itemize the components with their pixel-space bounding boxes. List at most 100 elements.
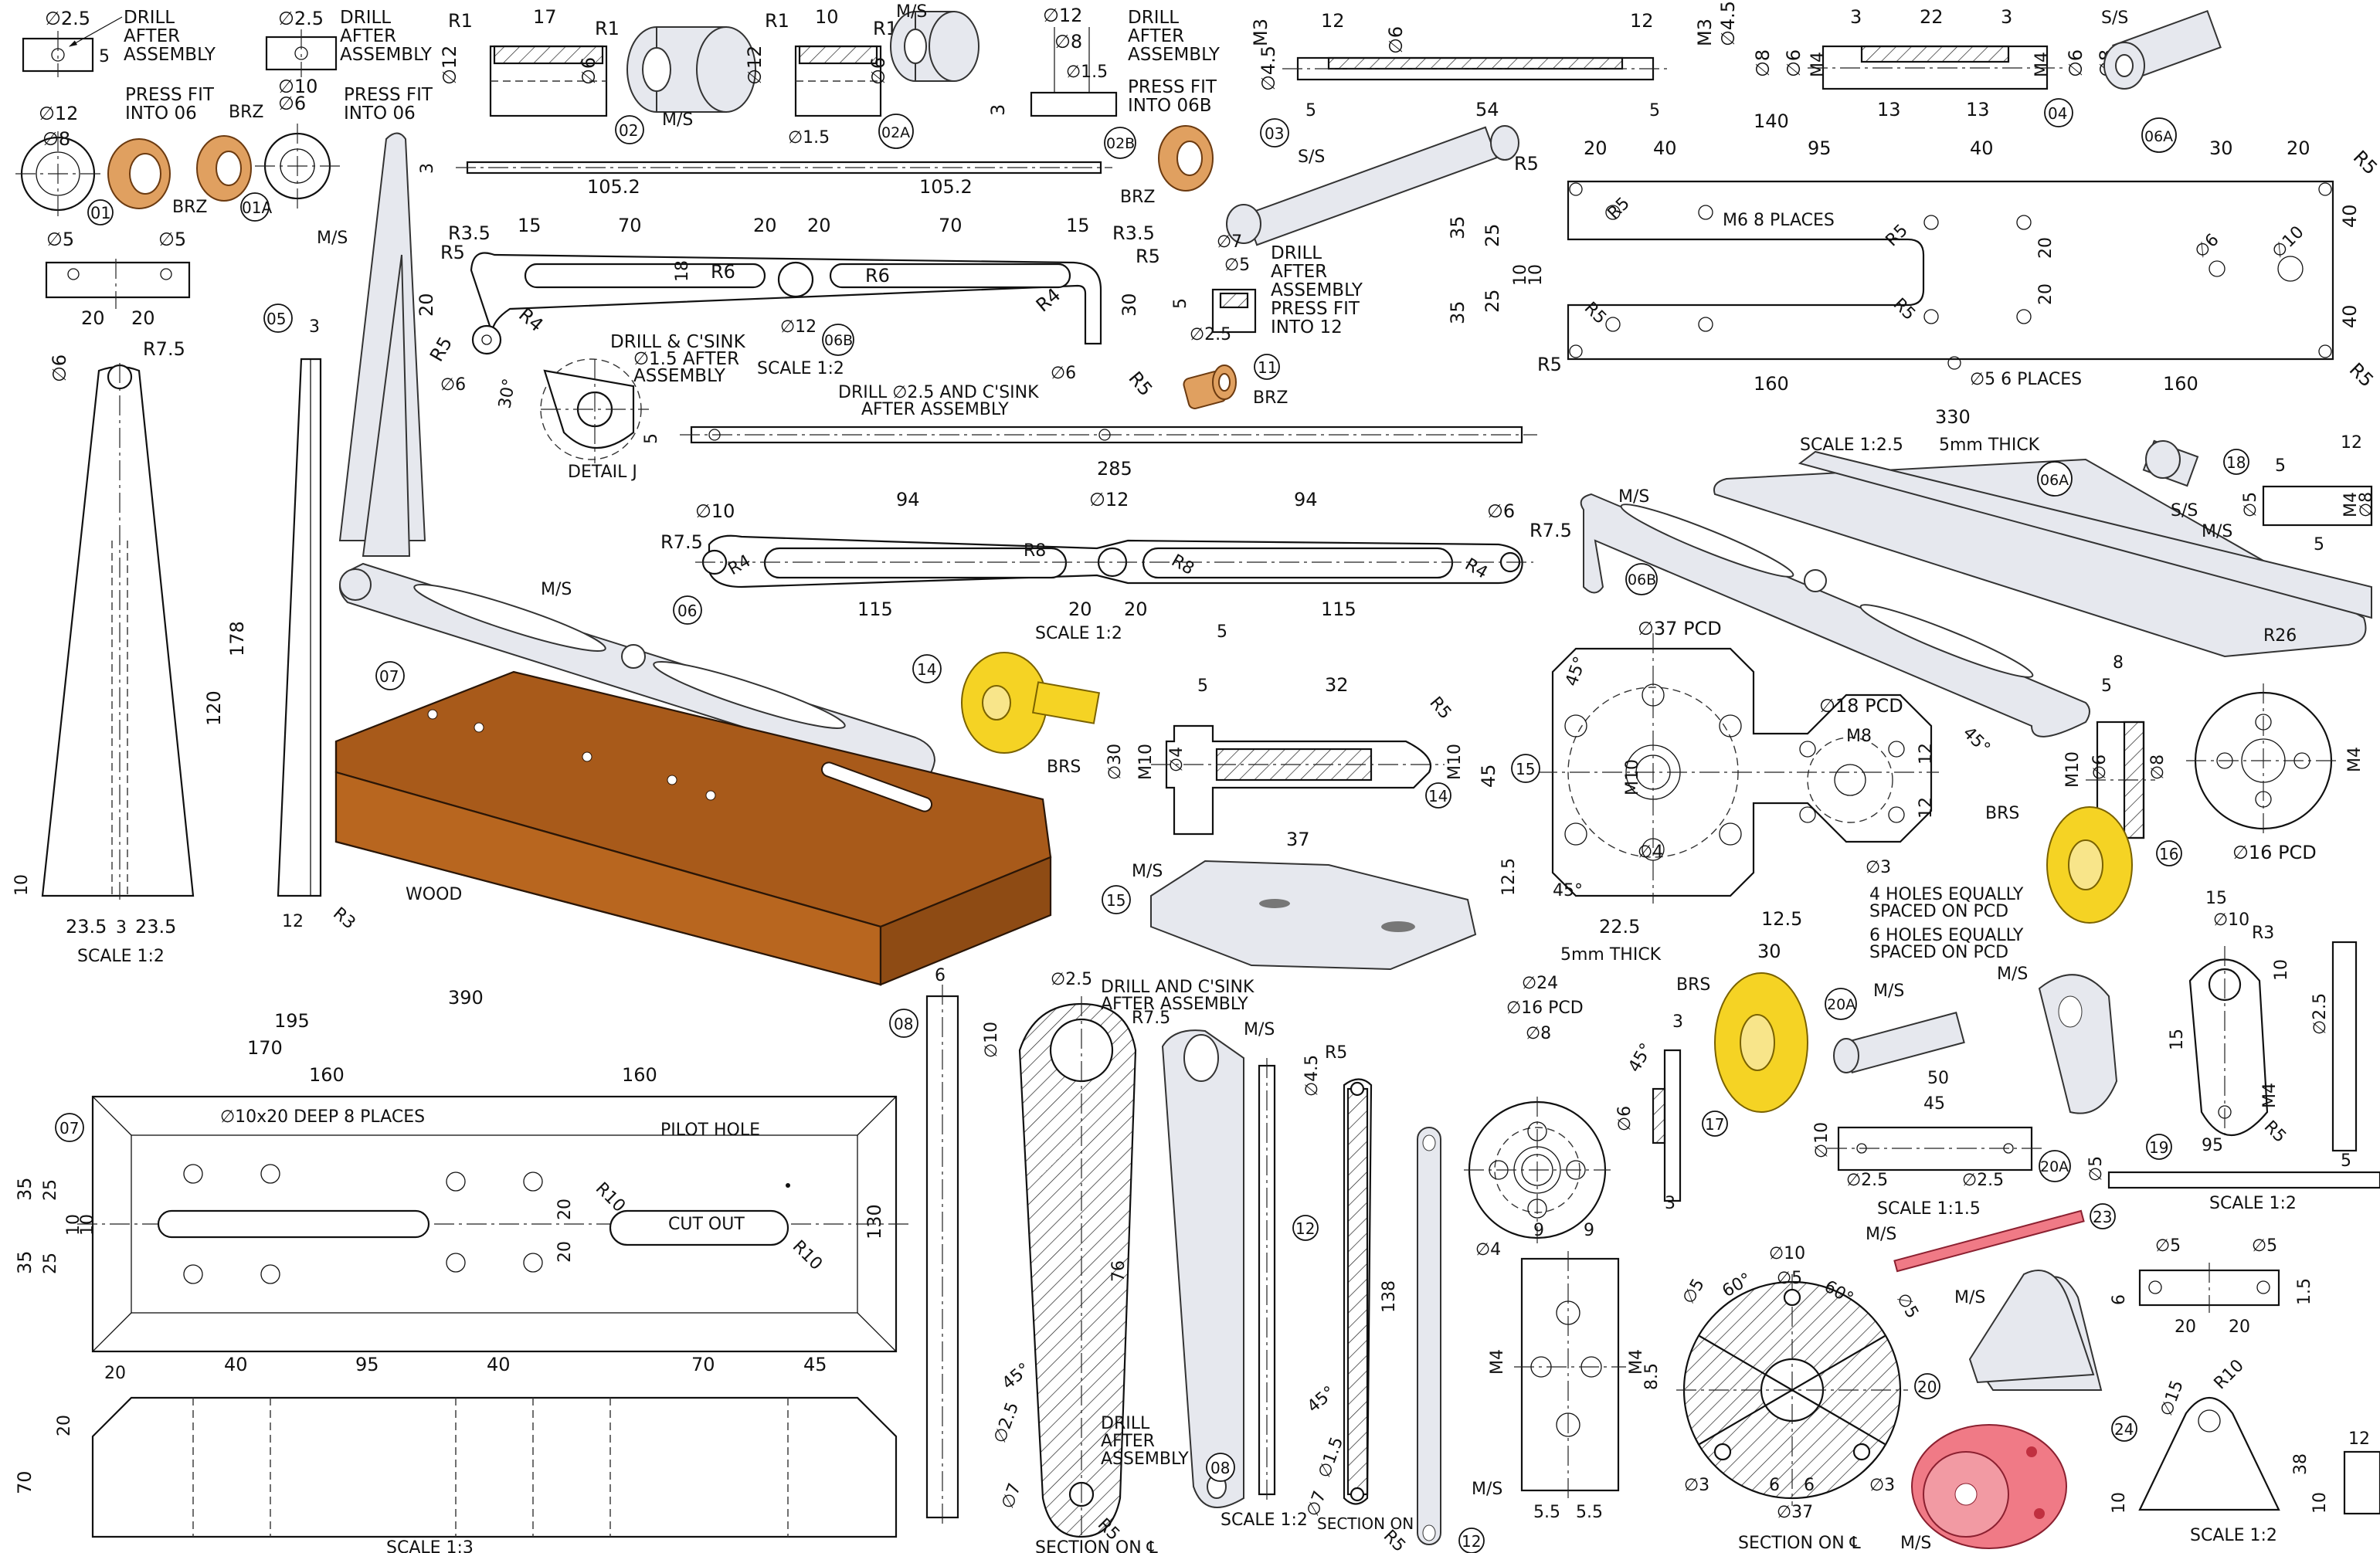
svg-text:70: 70 bbox=[691, 1354, 715, 1375]
svg-text:∅15: ∅15 bbox=[2157, 1378, 2188, 1419]
svg-text:16: 16 bbox=[2159, 845, 2178, 863]
svg-text:170: 170 bbox=[247, 1037, 283, 1059]
svg-text:SPACED ON PCD: SPACED ON PCD bbox=[1869, 902, 2008, 921]
svg-text:25: 25 bbox=[1482, 289, 1503, 313]
svg-text:3: 3 bbox=[1665, 1194, 1676, 1213]
svg-text:5: 5 bbox=[2275, 456, 2286, 476]
svg-text:R1: R1 bbox=[448, 10, 473, 32]
svg-text:∅1.5: ∅1.5 bbox=[1315, 1435, 1347, 1480]
svg-text:11: 11 bbox=[1258, 358, 1277, 377]
svg-text:94: 94 bbox=[1294, 489, 1318, 510]
svg-text:30: 30 bbox=[2209, 137, 2233, 159]
part-06a-render: M/S 06A R26 bbox=[1713, 450, 2372, 658]
svg-text:M/S: M/S bbox=[1618, 487, 1649, 507]
svg-text:15: 15 bbox=[2168, 1029, 2187, 1050]
svg-text:140: 140 bbox=[1754, 110, 1789, 132]
svg-text:R5: R5 bbox=[440, 242, 465, 263]
svg-text:25: 25 bbox=[41, 1253, 60, 1274]
svg-text:M/S: M/S bbox=[1873, 982, 1904, 1001]
svg-text:R5: R5 bbox=[426, 333, 457, 365]
svg-text:23.5: 23.5 bbox=[66, 916, 107, 938]
svg-text:∅16 PCD: ∅16 PCD bbox=[2232, 842, 2317, 863]
svg-text:20A: 20A bbox=[2040, 1158, 2069, 1175]
svg-text:23: 23 bbox=[2093, 1208, 2112, 1226]
svg-text:160: 160 bbox=[2163, 373, 2198, 395]
svg-text:5: 5 bbox=[1171, 298, 1190, 309]
svg-text:5: 5 bbox=[2341, 1151, 2351, 1171]
svg-text:∅5: ∅5 bbox=[2252, 1236, 2277, 1256]
svg-text:∅24: ∅24 bbox=[1522, 974, 1558, 993]
part-12-views: 12 R5 ∅4.5 138 45° ∅1.5 ∅7 R5 SCALE 1:2 … bbox=[1221, 1043, 1502, 1553]
svg-text:02B: 02B bbox=[1106, 135, 1135, 152]
svg-text:ASSEMBLY: ASSEMBLY bbox=[340, 45, 433, 65]
svg-text:∅6: ∅6 bbox=[1385, 26, 1407, 54]
svg-text:R7.5: R7.5 bbox=[143, 338, 185, 360]
svg-text:R5: R5 bbox=[1325, 1043, 1347, 1063]
svg-text:R5: R5 bbox=[1514, 153, 1539, 175]
svg-text:6 HOLES EQUALLY: 6 HOLES EQUALLY bbox=[1869, 926, 2024, 945]
svg-text:∅5: ∅5 bbox=[158, 229, 186, 250]
svg-text:02: 02 bbox=[619, 121, 638, 140]
svg-text:∅8: ∅8 bbox=[2357, 492, 2376, 517]
svg-text:M/S: M/S bbox=[1900, 1534, 1931, 1553]
svg-text:95: 95 bbox=[355, 1354, 379, 1375]
svg-text:08: 08 bbox=[894, 1015, 913, 1033]
dim-d25-a: ∅2.5 bbox=[45, 8, 90, 29]
svg-text:5: 5 bbox=[1649, 101, 1660, 120]
svg-text:M4: M4 bbox=[2341, 492, 2361, 517]
part-02b-views: ∅12 ∅8 ∅1.5 3 DRILL AFTER ASSEMBLY PRESS… bbox=[987, 5, 1221, 207]
svg-text:15: 15 bbox=[1066, 215, 1090, 236]
svg-text:R7.5: R7.5 bbox=[1530, 520, 1572, 541]
svg-text:∅12: ∅12 bbox=[1089, 489, 1129, 510]
dim-d12-01: ∅12 bbox=[39, 103, 78, 124]
svg-text:18: 18 bbox=[2226, 453, 2246, 472]
svg-text:∅10: ∅10 bbox=[982, 1022, 1001, 1058]
svg-text:∅10x20 DEEP 8 PLACES: ∅10x20 DEEP 8 PLACES bbox=[220, 1107, 425, 1127]
svg-text:14: 14 bbox=[917, 660, 936, 679]
svg-text:12: 12 bbox=[282, 912, 304, 931]
svg-text:5mm THICK: 5mm THICK bbox=[1939, 436, 2040, 455]
svg-text:M/S: M/S bbox=[2202, 522, 2232, 541]
svg-text:40: 40 bbox=[224, 1354, 248, 1375]
svg-text:38: 38 bbox=[2291, 1453, 2310, 1475]
part-11-views: ∅7 ∅5 ∅2.5 5 DRILL AFTER ASSEMBLY PRESS … bbox=[1171, 232, 1363, 409]
part-08-views: 6 08 ∅2.5 DRILL AND C'SINK AFTER ASSEMBL… bbox=[889, 966, 1275, 1553]
svg-text:S/S: S/S bbox=[1298, 148, 1325, 167]
svg-text:70: 70 bbox=[939, 215, 963, 236]
svg-text:∅5: ∅5 bbox=[1777, 1269, 1802, 1288]
svg-text:12: 12 bbox=[1917, 797, 1936, 819]
bronze-bush-11-render bbox=[1183, 365, 1237, 409]
part-03-render: S/S bbox=[1226, 125, 1519, 246]
part-04-views: 3 22 3 ∅8 ∅6 M4 M4 ∅6 ∅8 13 13 04 S/S bbox=[1752, 6, 2222, 127]
svg-text:∅37 PCD: ∅37 PCD bbox=[1638, 618, 1722, 639]
svg-text:07: 07 bbox=[379, 667, 399, 686]
svg-text:06A: 06A bbox=[2040, 472, 2069, 489]
svg-text:160: 160 bbox=[622, 1064, 657, 1086]
part-18-render bbox=[2142, 439, 2199, 487]
svg-text:PRESS FIT: PRESS FIT bbox=[1128, 77, 1217, 97]
bronze-bush-01-render bbox=[107, 135, 252, 209]
svg-text:S/S: S/S bbox=[2101, 8, 2128, 28]
svg-text:PRESS FIT: PRESS FIT bbox=[344, 85, 433, 105]
part-15-views: ∅37 PCD ∅18 PCD M8 45° 45° 12 12 45 M10 … bbox=[1478, 618, 2024, 965]
svg-text:45°: 45° bbox=[1625, 1040, 1657, 1076]
svg-text:45°: 45° bbox=[1959, 724, 1994, 758]
svg-text:AFTER: AFTER bbox=[340, 26, 396, 46]
svg-text:SCALE 1:2: SCALE 1:2 bbox=[757, 359, 844, 378]
wood-base-07-render: WOOD 07 bbox=[334, 661, 1052, 986]
svg-text:∅2.5: ∅2.5 bbox=[278, 8, 324, 29]
svg-text:∅16 PCD: ∅16 PCD bbox=[1506, 999, 1584, 1018]
svg-text:20: 20 bbox=[2036, 283, 2056, 305]
svg-text:5: 5 bbox=[1305, 101, 1316, 120]
svg-text:M/S: M/S bbox=[317, 229, 348, 248]
svg-text:35: 35 bbox=[14, 1250, 36, 1274]
svg-text:M6 8 PLACES: M6 8 PLACES bbox=[1723, 211, 1835, 230]
part-05-bracket: ∅5 ∅5 20 20 bbox=[45, 229, 191, 329]
svg-text:∅1.5: ∅1.5 bbox=[1066, 63, 1108, 82]
svg-text:9: 9 bbox=[1584, 1221, 1594, 1240]
svg-text:06A: 06A bbox=[2144, 128, 2173, 145]
dim-d6-01a: ∅6 bbox=[278, 93, 306, 114]
svg-text:94: 94 bbox=[896, 489, 920, 510]
svg-text:SCALE 1:2: SCALE 1:2 bbox=[1035, 624, 1122, 643]
svg-text:20: 20 bbox=[2229, 1317, 2250, 1337]
